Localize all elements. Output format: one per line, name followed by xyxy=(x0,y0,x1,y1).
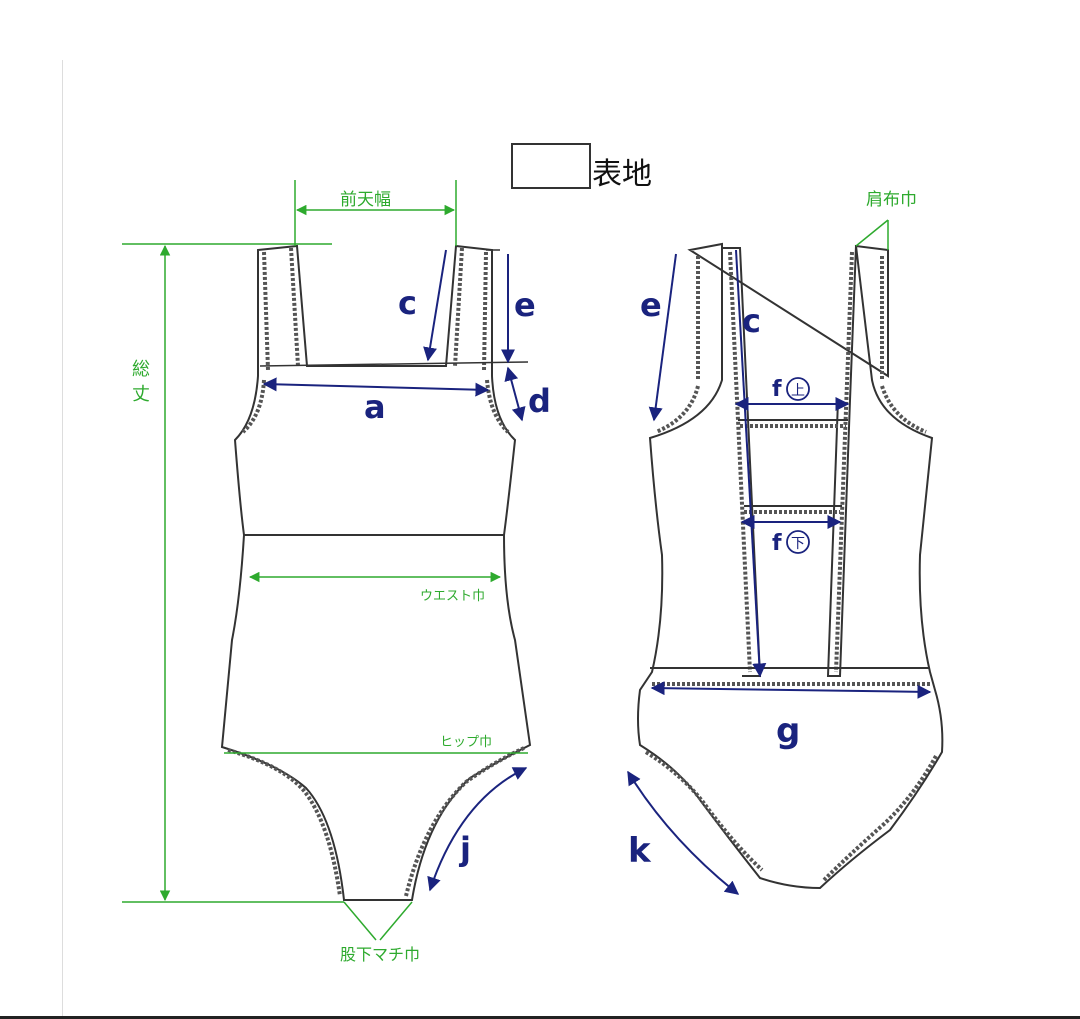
back-left-strip xyxy=(722,247,762,677)
left-border xyxy=(62,60,63,1019)
total-length-label-2: 丈 xyxy=(132,384,150,405)
shoulder-width-label: 肩布巾 xyxy=(866,190,917,210)
front-width-label: 前天幅 xyxy=(340,190,391,210)
total-length-label-1: 総 xyxy=(132,359,150,380)
f-lower-circle-text: 下 xyxy=(791,536,805,552)
measure-j-arrow xyxy=(427,767,528,892)
front-piece xyxy=(220,244,532,901)
back-right-strip xyxy=(826,245,857,677)
back-blue-measurements: e c f 上 f 下 g k xyxy=(627,249,932,895)
back-right-strip-stitch xyxy=(834,251,854,673)
label-d: d xyxy=(528,382,551,420)
waist-width-label: ウエスト巾 xyxy=(420,589,485,604)
hip-width-label: ヒップ巾 xyxy=(440,735,492,750)
label-j: j xyxy=(458,830,471,868)
back-left-strip-stitch xyxy=(728,251,752,673)
legend-label: 表地 xyxy=(592,157,652,192)
front-blue-measurements: a c e d j xyxy=(262,249,551,892)
back-measure-e-arrow xyxy=(648,253,677,422)
back-label-k: k xyxy=(628,831,652,871)
shoulder-width-pointer-1 xyxy=(855,219,889,247)
f-upper-circle-text: 上 xyxy=(791,383,805,399)
back-armhole-right-stitch xyxy=(880,385,927,434)
back-outline xyxy=(637,242,944,890)
back-leg-right-stitch xyxy=(822,755,938,882)
measure-k-arrow xyxy=(627,770,740,895)
measure-g-arrow xyxy=(650,681,932,699)
back-measure-c-arrow xyxy=(735,249,767,678)
f-lower-circle xyxy=(786,530,810,554)
back-green-measurements: 肩布巾 xyxy=(855,190,917,250)
back-label-g: g xyxy=(776,711,800,751)
back-label-c: c xyxy=(742,302,761,340)
f-lower-letter: f xyxy=(772,531,782,556)
bottom-border xyxy=(0,1016,1080,1019)
crotch-width-left xyxy=(343,901,377,941)
label-e: e xyxy=(514,286,536,324)
front-neck-line xyxy=(259,361,529,367)
label-a: a xyxy=(364,388,386,426)
front-leg-left-stitch xyxy=(227,748,342,897)
front-green-measurements: 前天幅 総 丈 ウエスト巾 ヒップ巾 股下マチ巾 xyxy=(122,180,528,964)
back-armhole-left-stitch xyxy=(655,385,700,434)
legend-swatch xyxy=(511,143,591,189)
legend: 表地 xyxy=(511,143,652,192)
measure-d-arrow xyxy=(504,366,526,422)
crotch-width-label: 股下マチ巾 xyxy=(340,945,420,964)
f-upper-letter: f xyxy=(772,377,782,402)
f-upper-circle xyxy=(786,377,810,401)
measure-c-arrow xyxy=(423,249,447,362)
label-c: c xyxy=(398,284,417,322)
back-piece xyxy=(637,242,944,890)
back-label-e: e xyxy=(640,286,662,324)
measure-a-arrow xyxy=(262,377,490,397)
crotch-width-right xyxy=(379,901,413,941)
